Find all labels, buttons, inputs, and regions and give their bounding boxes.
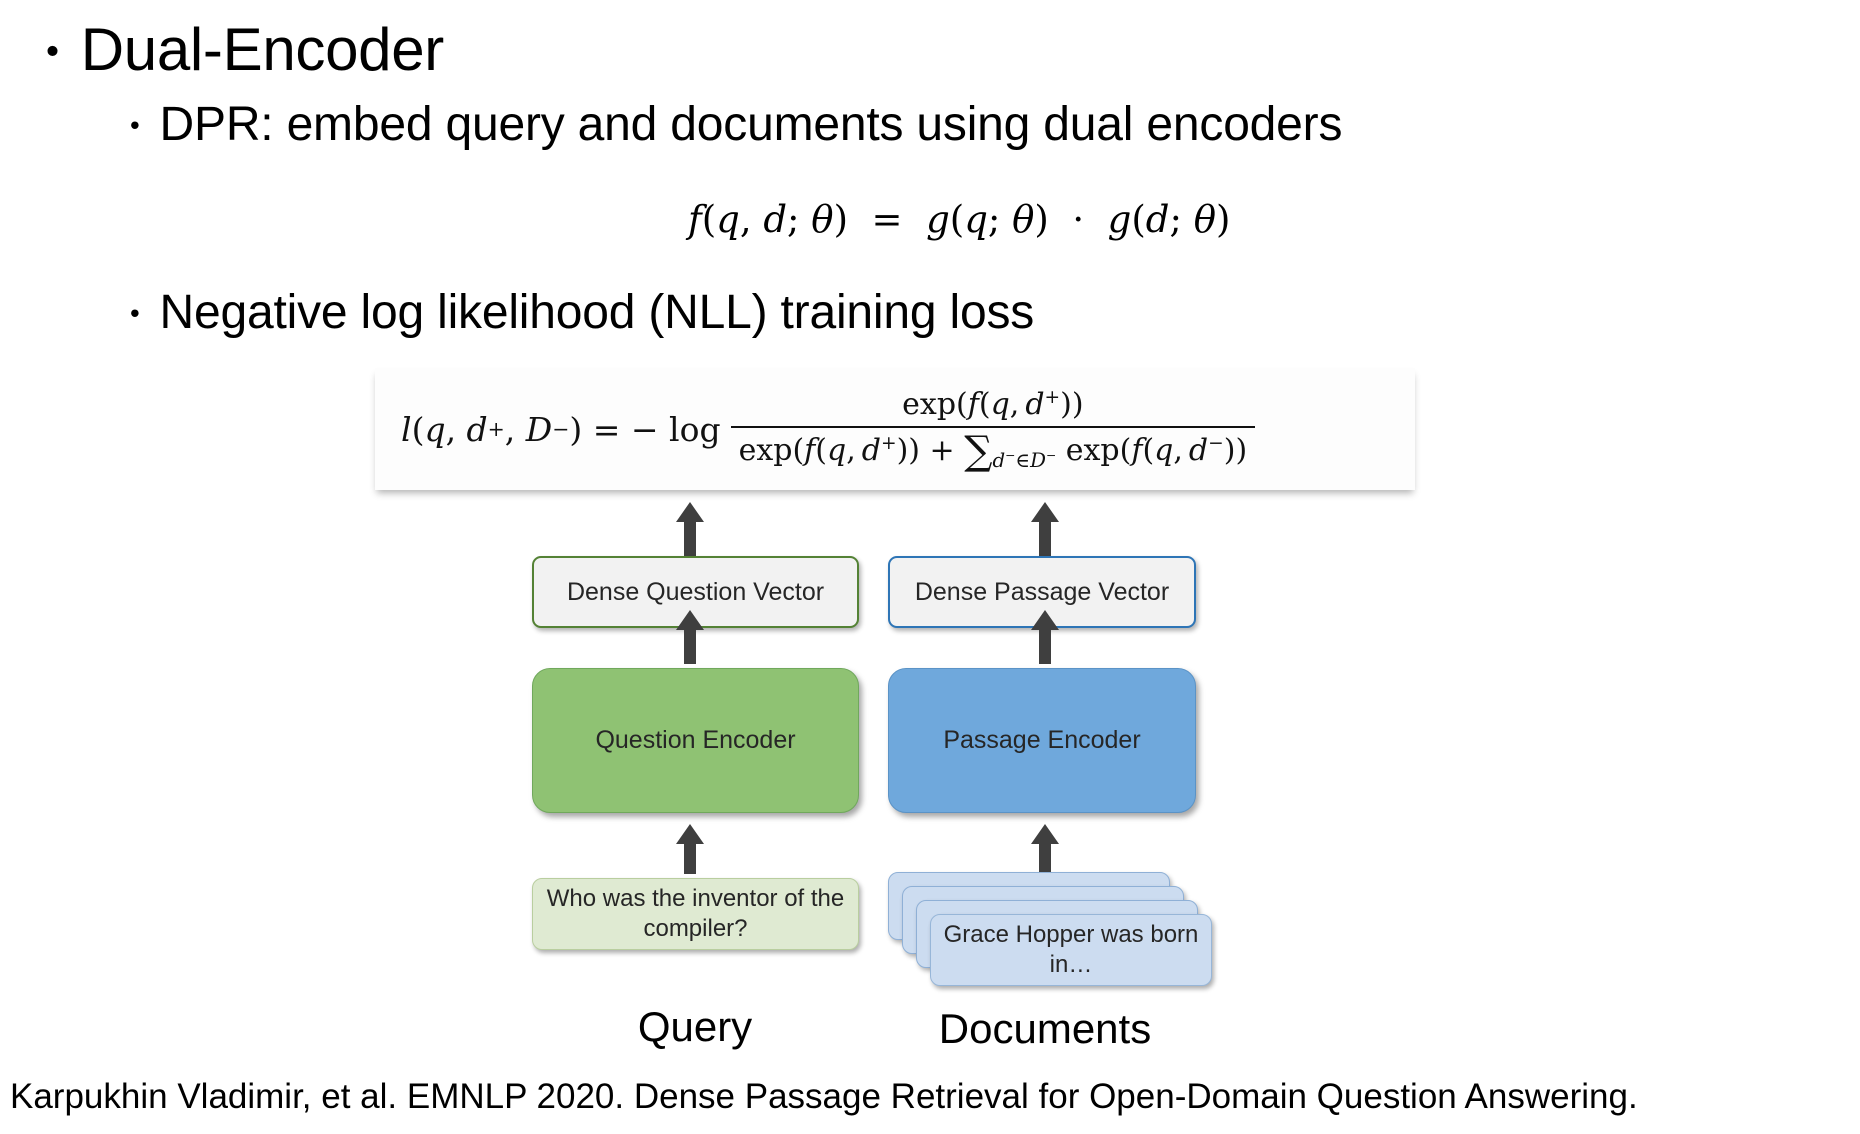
query-text-box: Who was the inventor of the compiler? [532, 878, 859, 950]
bullet-level1-dual-encoder: • Dual-Encoder [46, 18, 444, 81]
passage-encoder-box: Passage Encoder [888, 668, 1196, 813]
arrow-up-icon [676, 824, 704, 874]
nll-denominator: exp(f(q, d+)) + ∑d−∈D− exp(f(q, d−)) [738, 427, 1248, 474]
nll-formula-box: l(q, d+, D−) = − log exp(f(q, d+)) exp(f… [375, 368, 1415, 490]
arrow-up-icon [676, 502, 704, 558]
bullet-level2-dpr-label: DPR: embed query and documents using dua… [159, 98, 1343, 151]
nll-formula: l(q, d+, D−) = − log exp(f(q, d+)) exp(f… [401, 386, 1256, 474]
arrow-up-icon [1031, 824, 1059, 874]
arrow-up-icon [676, 610, 704, 664]
dense-passage-vector-label: Dense Passage Vector [914, 577, 1170, 606]
fraction-bar [730, 425, 1256, 428]
scoring-formula: f(q, d; θ) = g(q; θ) · g(d; θ) [688, 198, 1231, 241]
dense-question-vector-label: Dense Question Vector [566, 577, 825, 606]
bullet-level1-label: Dual-Encoder [80, 16, 445, 83]
passage-encoder-label: Passage Encoder [943, 726, 1141, 754]
query-text-label: Who was the inventor of the compiler? [546, 885, 845, 942]
bullet-marker-icon: • [130, 109, 140, 141]
bullet-level2-nll: • Negative log likelihood (NLL) training… [130, 286, 1035, 339]
nll-numerator: exp(f(q, d+)) [902, 386, 1084, 422]
bullet-marker-icon: • [46, 29, 59, 72]
question-encoder-label: Question Encoder [595, 726, 796, 754]
arrow-up-icon [1031, 502, 1059, 558]
bullet-level2-dpr: • DPR: embed query and documents using d… [130, 98, 1343, 151]
arrow-up-icon [1031, 610, 1059, 664]
documents-column-label: Documents [938, 1005, 1152, 1052]
document-text-label: Grace Hopper was born in… [943, 921, 1199, 978]
citation-text: Karpukhin Vladimir, et al. EMNLP 2020. D… [10, 1077, 1638, 1116]
document-text-box: Grace Hopper was born in… [930, 914, 1212, 986]
bullet-marker-icon: • [130, 297, 140, 329]
bullet-level2-nll-label: Negative log likelihood (NLL) training l… [159, 286, 1035, 339]
question-encoder-box: Question Encoder [532, 668, 859, 813]
nll-fraction: exp(f(q, d+)) exp(f(q, d+)) + ∑d−∈D− exp… [730, 386, 1256, 474]
query-column-label: Query [637, 1003, 753, 1050]
